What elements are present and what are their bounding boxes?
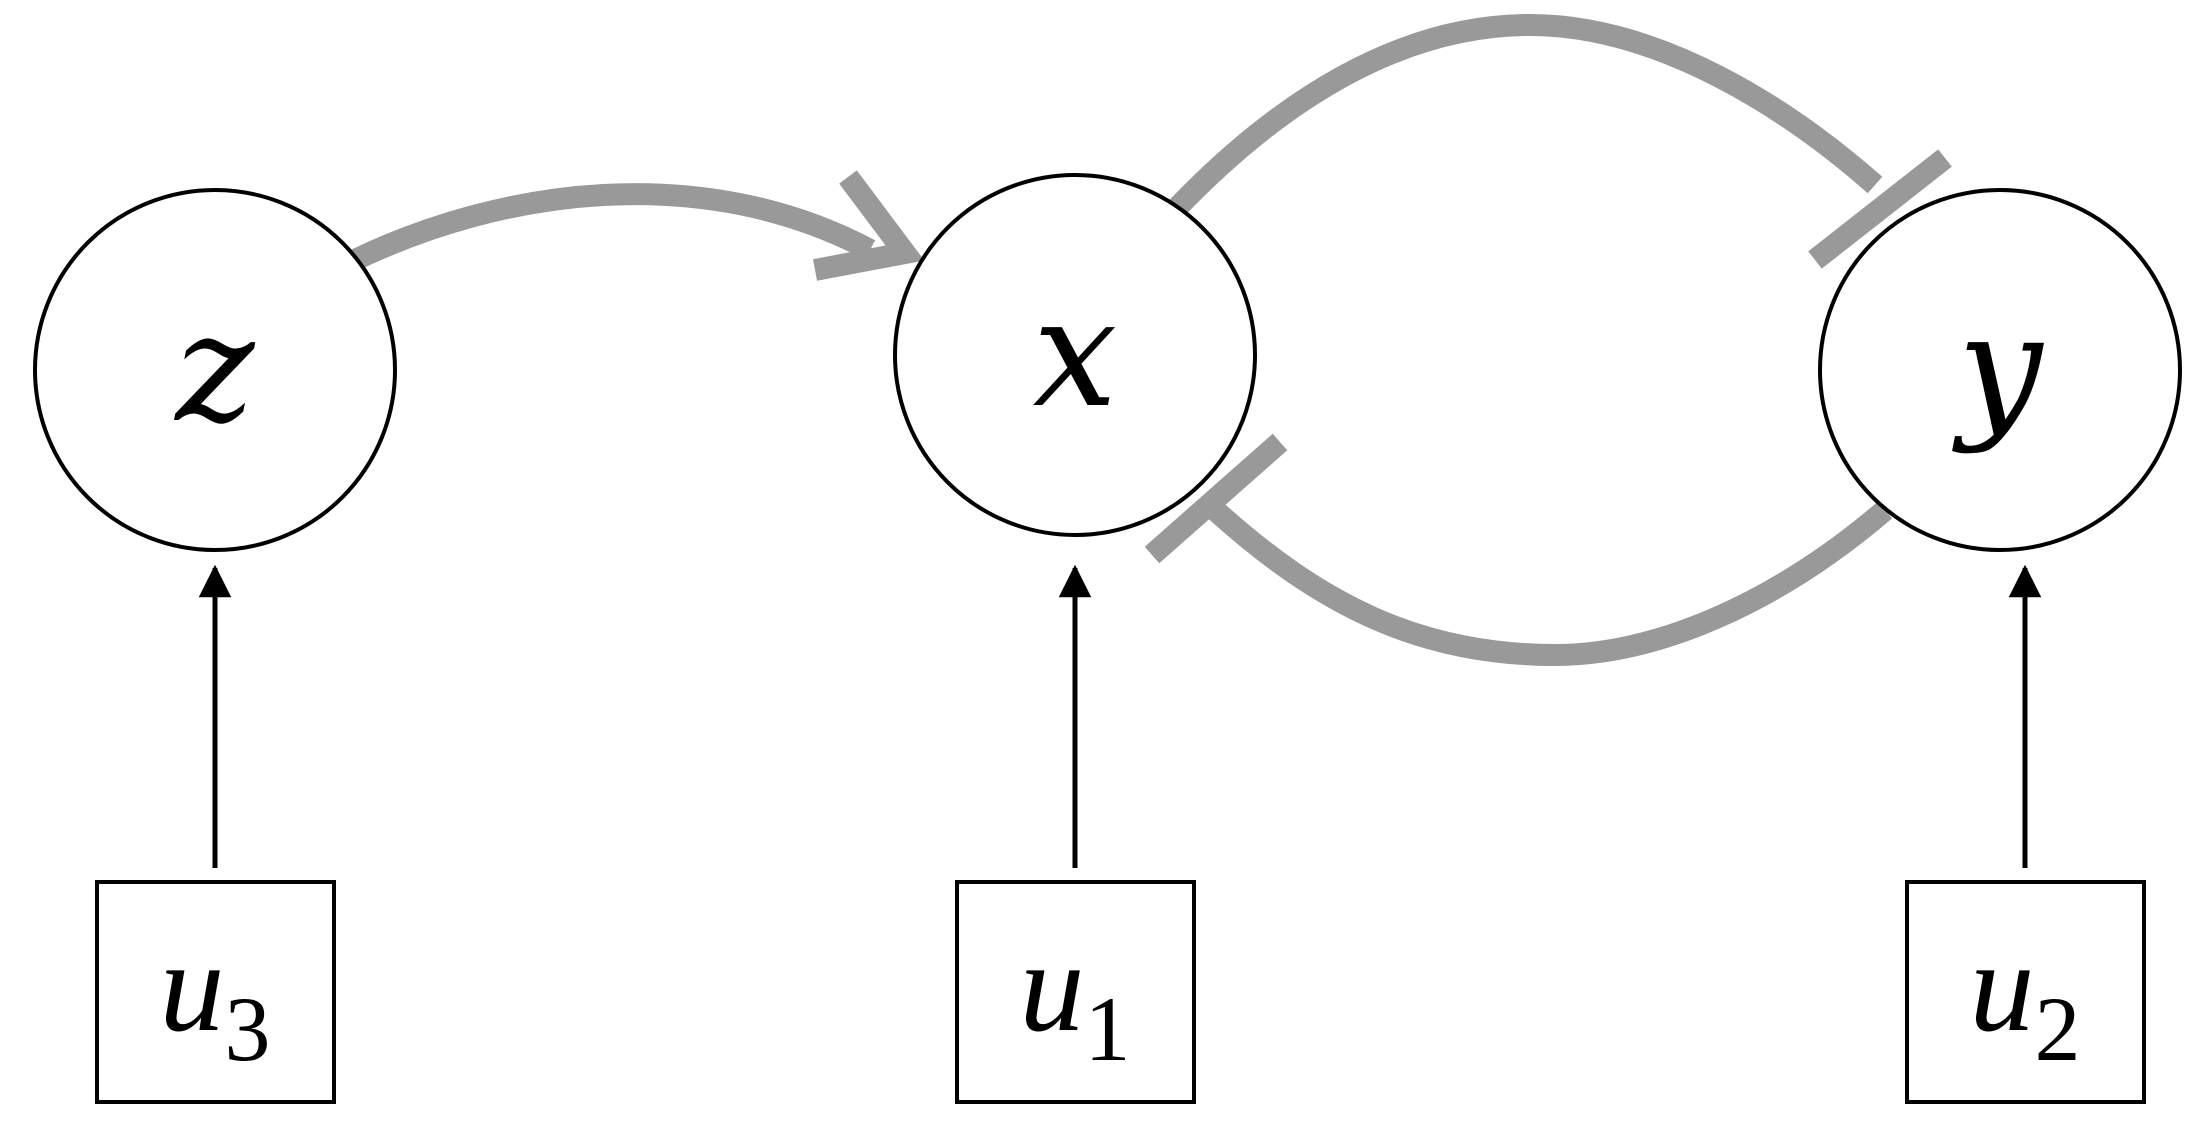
edge-x-y-curve <box>1167 13 1883 218</box>
input-u1-label: u1 <box>1020 915 1131 1080</box>
edge-x-to-y-inhibition <box>1167 13 1952 269</box>
node-y-circle <box>1818 188 2182 552</box>
input-u3-box <box>95 880 336 1104</box>
input-u3: u3 <box>95 880 336 1104</box>
input-arrows <box>198 564 2042 868</box>
input-u1: u1 <box>955 880 1196 1104</box>
node-z-circle <box>33 188 397 552</box>
input-boxes: u3 u1 u2 <box>95 880 2146 1104</box>
inhibition-bar-y <box>1808 149 1952 269</box>
edge-y-to-x-inhibition <box>1144 433 1893 667</box>
node-x-label: x <box>1033 267 1118 441</box>
input-u1-base: u <box>1020 915 1085 1059</box>
input-u1-subscript: 1 <box>1085 978 1131 1080</box>
nodes: z x y <box>33 173 2182 552</box>
activation-arrowhead <box>812 170 925 281</box>
edge-y-x-curve <box>1207 501 1893 667</box>
node-y: y <box>1818 188 2182 552</box>
edge-z-to-x-activation <box>350 170 925 281</box>
edge-z-x-curve <box>350 183 876 270</box>
node-x-circle <box>893 173 1257 537</box>
input-u2-base: u <box>1970 915 2035 1059</box>
input-u2: u2 <box>1905 880 2146 1104</box>
input-u2-box <box>1905 880 2146 1104</box>
input-u3-base: u <box>160 915 225 1059</box>
node-x: x <box>893 173 1257 537</box>
input-u2-label: u2 <box>1970 915 2081 1080</box>
node-z: z <box>33 188 397 552</box>
node-y-label: y <box>1952 282 2045 456</box>
input-u3-label: u3 <box>160 915 271 1080</box>
input-u1-box <box>955 880 1196 1104</box>
regulatory-edges <box>350 13 1952 667</box>
input-u3-subscript: 3 <box>225 978 271 1080</box>
inhibition-bar-x <box>1144 433 1288 564</box>
node-z-label: z <box>173 282 255 456</box>
input-u2-subscript: 2 <box>2035 978 2081 1080</box>
